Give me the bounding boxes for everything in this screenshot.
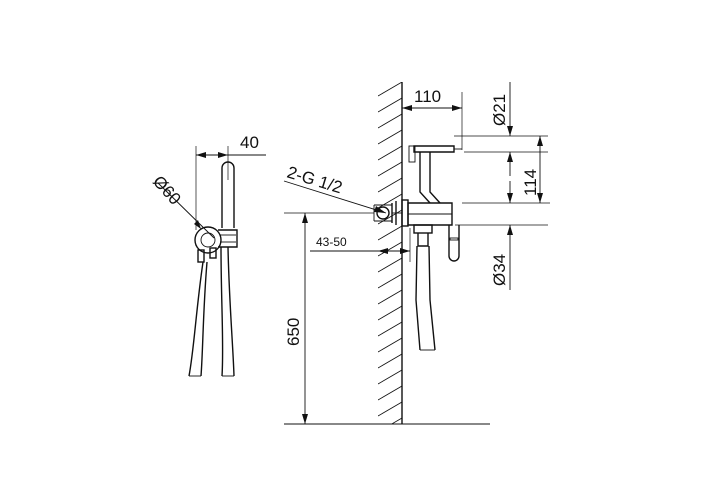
dim-d21-label: Ø21 (490, 94, 509, 126)
dim-40-label: 40 (240, 133, 259, 152)
thread-size-label: 2-G 1/2 (285, 163, 345, 198)
dim-d34-label: Ø34 (490, 254, 509, 286)
side-view: 110 Ø21 114 Ø34 2-G 1/2 43-50 (283, 82, 550, 425)
dim-110-label: 110 (414, 87, 441, 106)
dim-650-label: 650 (284, 318, 303, 346)
front-view: 40 Ø60 (149, 133, 266, 377)
wall-section (378, 82, 403, 424)
dim-d60-label: Ø60 (149, 172, 185, 209)
dim-114-label: 114 (521, 169, 540, 196)
dim-43-50-label: 43-50 (316, 235, 347, 249)
